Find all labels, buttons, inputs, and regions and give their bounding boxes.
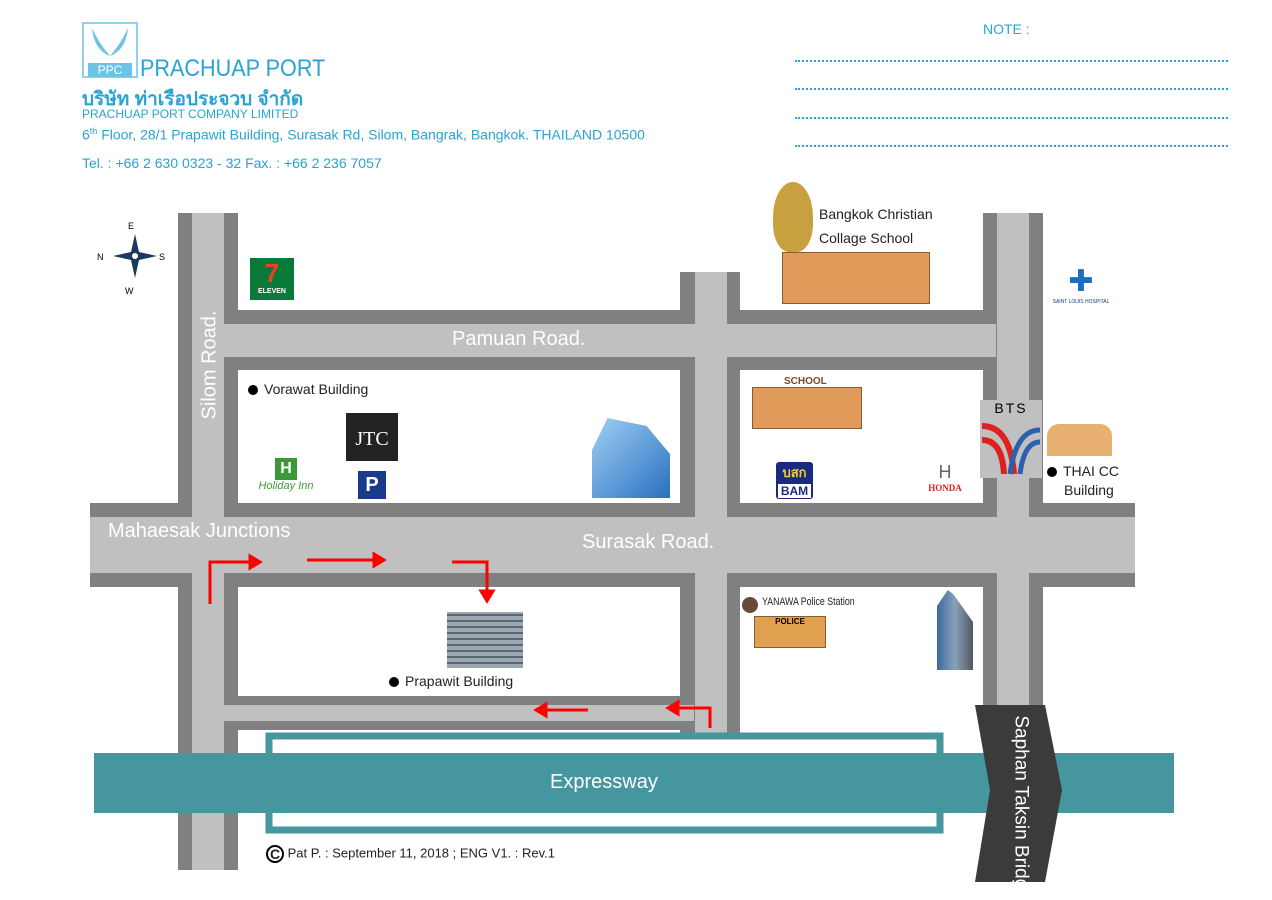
note-line	[795, 88, 1228, 90]
holiday-inn-text: Holiday Inn	[258, 480, 314, 492]
pamuan-road-label: Pamuan Road.	[452, 328, 586, 350]
school-text: SCHOOL	[784, 376, 827, 387]
copyright-text: Pat P. : September 11, 2018 ; ENG V1. : …	[287, 845, 555, 861]
bts-text: BTS	[994, 400, 1028, 416]
note-line	[795, 117, 1228, 119]
note-line	[795, 145, 1228, 147]
silom-road-label: Silom Road.	[198, 310, 221, 420]
company-full: PRACHUAP PORT COMPANY LIMITED	[82, 107, 299, 121]
compass-w: W	[125, 286, 134, 296]
route-arrows	[208, 551, 712, 728]
company-name: PRACHUAP PORT	[140, 55, 326, 82]
thai-cc-label: THAI CC	[1047, 463, 1119, 479]
prapawit-text: Prapawit Building	[405, 673, 514, 689]
vorawat-building-label: Vorawat Building	[248, 381, 368, 397]
police-station-label: YANAWA Police Station	[762, 596, 855, 608]
jtc-logo: JTC	[346, 413, 398, 461]
bam-thai-text: บสก	[782, 465, 807, 480]
thai-cc-label-2: Building	[1064, 482, 1114, 498]
bam-logo: บสก BAM	[776, 462, 813, 499]
police-badge-icon	[742, 597, 758, 613]
note-label: NOTE :	[983, 21, 1030, 37]
bam-text: BAM	[778, 484, 811, 498]
compass: E N S W	[95, 218, 175, 298]
bcc-label-1: Bangkok Christian	[819, 206, 933, 222]
compass-e: E	[128, 221, 135, 231]
middle-road	[695, 272, 727, 752]
surasak-road-label: Surasak Road.	[582, 531, 715, 553]
note-line	[795, 60, 1228, 62]
block	[238, 213, 680, 310]
bcc-crest-icon	[773, 182, 813, 252]
logo-text: PPC	[88, 63, 132, 77]
floor-number: 6	[82, 126, 90, 143]
bts-arcs-icon	[981, 423, 1041, 475]
holiday-h-icon: H	[275, 458, 297, 480]
compass-n: N	[97, 252, 104, 262]
bridge-label: Saphan Taksin Bridge	[1010, 715, 1032, 900]
police-building-icon: POLICE	[754, 616, 826, 648]
honda-logo: H HONDA	[920, 462, 970, 500]
seven-text: 7	[264, 258, 280, 288]
thai-cc-building-icon	[1047, 424, 1112, 456]
leaf-icon	[92, 28, 128, 56]
eleven-text: ELEVEN	[257, 288, 286, 295]
parking-icon: P	[358, 471, 386, 499]
copyright: C Pat P. : September 11, 2018 ; ENG V1. …	[266, 845, 555, 863]
honda-h-icon: H	[938, 462, 952, 482]
copyright-icon: C	[266, 845, 284, 863]
mahaesak-label: Mahaesak Junctions	[108, 520, 291, 542]
thai-name: บริษัท ท่าเรือประจวบ จำกัด	[82, 89, 304, 110]
prapawit-building-label: Prapawit Building	[389, 673, 513, 689]
holiday-inn-logo: H Holiday Inn	[256, 458, 316, 500]
bcc-label-2: Collage School	[819, 230, 914, 246]
bts-logo: BTS	[980, 400, 1042, 478]
expressway-label: Expressway	[550, 771, 658, 793]
surasak-road	[90, 517, 1135, 573]
school-building-icon	[782, 252, 930, 304]
thaicc-text-1: THAI CC	[1063, 463, 1119, 479]
pamuan-road	[224, 324, 996, 357]
saphan-taksin-bridge	[975, 705, 1062, 882]
hospital-cross-icon: ✚	[1068, 265, 1094, 298]
compass-rose-icon	[113, 234, 157, 278]
vorawat-text: Vorawat Building	[264, 381, 369, 397]
honda-text: HONDA	[928, 483, 962, 493]
company-logo: PPC	[82, 22, 138, 78]
school-icon: SCHOOL	[752, 376, 862, 430]
address: 6th Floor, 28/1 Prapawit Building, Suras…	[82, 126, 645, 143]
floor-suffix: th	[89, 126, 98, 136]
hospital-name: SAINT LOUIS HOSPITAL	[1052, 299, 1110, 305]
lower-road	[224, 705, 694, 721]
prapawit-building-icon	[447, 612, 523, 668]
hospital-logo: ✚ SAINT LOUIS HOSPITAL	[1048, 265, 1114, 317]
compass-s: S	[159, 252, 166, 262]
address-text: Floor, 28/1 Prapawit Building, Surasak R…	[97, 126, 645, 143]
police-sign: POLICE	[775, 617, 805, 626]
contact: Tel. : +66 2 630 0323 - 32 Fax. : +66 2 …	[82, 155, 382, 171]
